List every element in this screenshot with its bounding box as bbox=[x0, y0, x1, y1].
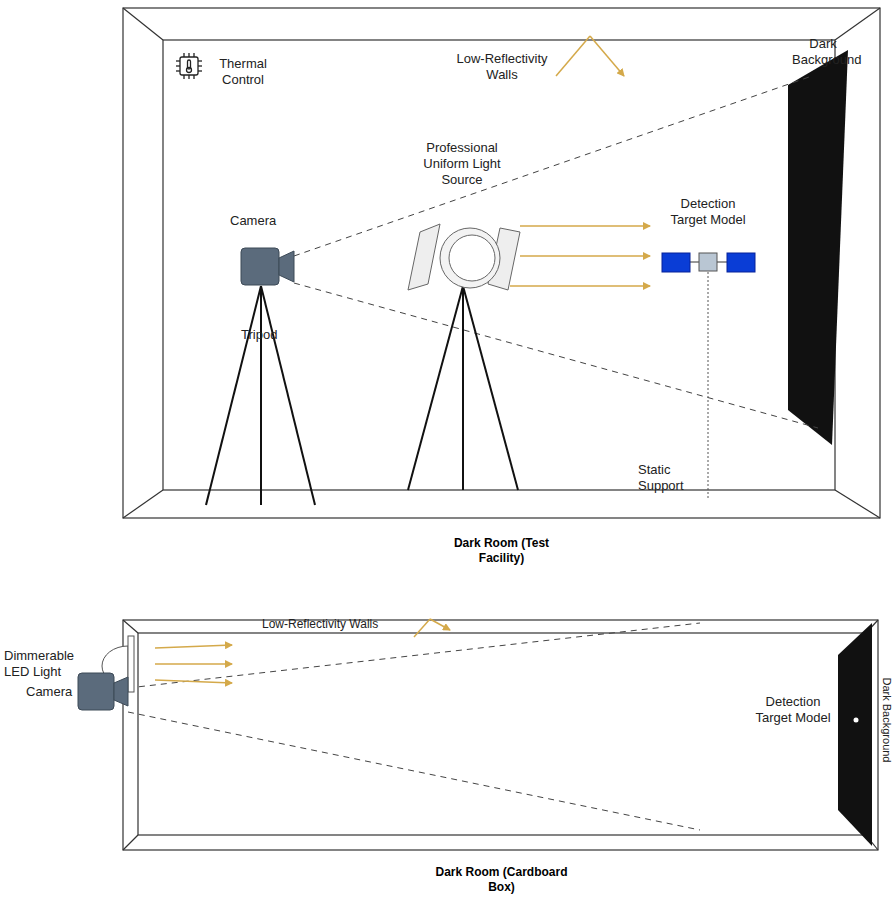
text-label: Camera bbox=[26, 684, 86, 700]
reflection-arrow bbox=[414, 619, 450, 637]
camera-view-lines bbox=[128, 623, 700, 830]
text-label: Dimmerable LED Light bbox=[4, 648, 96, 680]
room-test-facility bbox=[123, 8, 880, 518]
static-support bbox=[708, 272, 709, 500]
reflection-arrow bbox=[556, 36, 624, 76]
dark-background bbox=[838, 623, 872, 846]
room-cardboard-box bbox=[123, 620, 878, 850]
tripod bbox=[206, 286, 518, 505]
room-caption: Dark Room (Cardboard Box) bbox=[431, 865, 573, 895]
thermal-chip-icon bbox=[176, 53, 202, 79]
text-label: Professional Uniform Light Source bbox=[412, 140, 512, 188]
vertical-label: Dark Background bbox=[879, 678, 893, 763]
camera bbox=[78, 673, 128, 710]
text-label: Static Support bbox=[638, 462, 698, 494]
camera-view-lines bbox=[294, 76, 818, 428]
light-rays bbox=[510, 226, 650, 286]
text-label: Thermal Control bbox=[207, 56, 279, 88]
room-caption: Dark Room (Test Facility) bbox=[445, 536, 559, 566]
text-label: Low-Reflectivity Walls bbox=[262, 617, 412, 632]
text-label: Detection Target Model bbox=[755, 694, 831, 726]
light-rays bbox=[155, 645, 232, 683]
room-node: Dark Room (Test Facility) bbox=[123, 8, 880, 568]
room-node: Dark Room (Cardboard Box) bbox=[123, 620, 880, 897]
text-label: Tripod bbox=[241, 327, 301, 343]
satellite-target bbox=[662, 253, 755, 272]
text-label: Detection Target Model bbox=[664, 196, 752, 228]
dark-background bbox=[788, 50, 848, 445]
light-source bbox=[408, 224, 520, 290]
text-label: Dark Background bbox=[792, 36, 854, 68]
text-label: Low-Reflectivity Walls bbox=[450, 51, 554, 83]
text-label: Camera bbox=[230, 213, 292, 229]
target-dot bbox=[854, 718, 859, 723]
camera bbox=[241, 248, 294, 285]
